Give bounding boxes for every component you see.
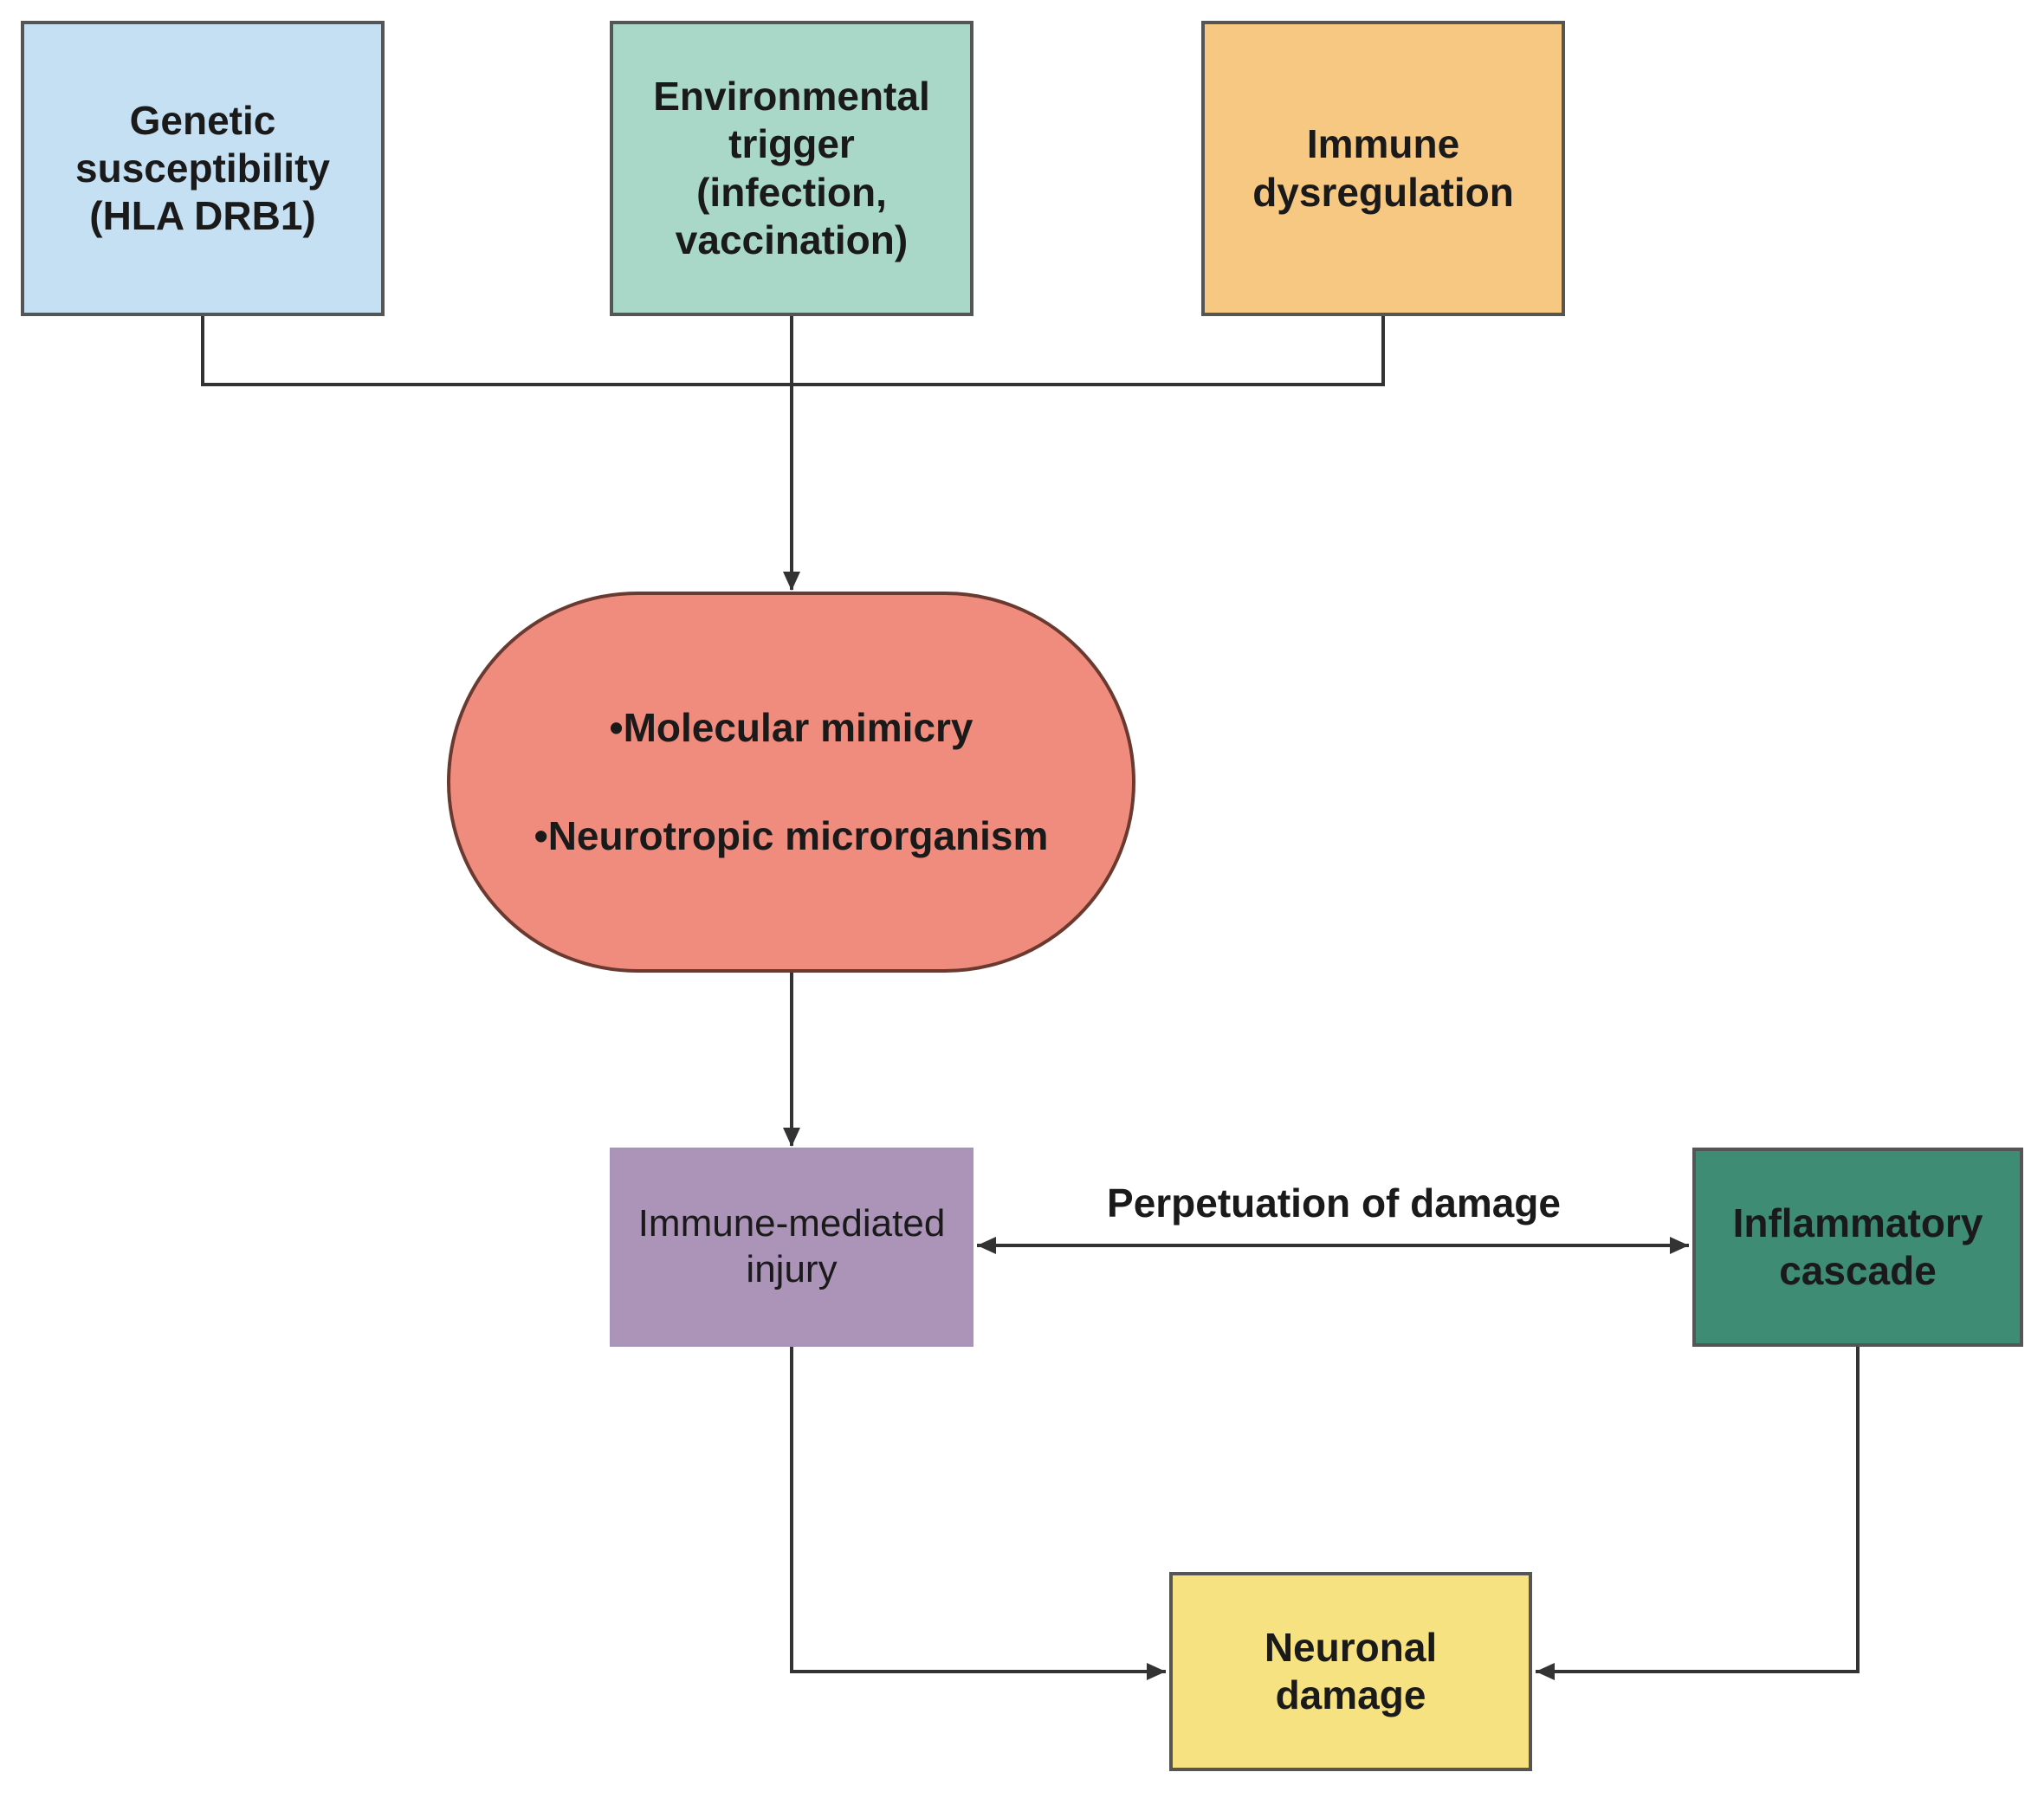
node-label-line: Neuronal xyxy=(1264,1624,1438,1670)
node-label-line: Immune-mediated xyxy=(637,1202,946,1245)
edge-label-perpetuation: Perpetuation of damage xyxy=(1107,1180,1561,1226)
bullet-neurotropic-microrganism: •Neurotropic microrganism xyxy=(534,813,1049,858)
node-label-line: (infection, xyxy=(696,169,887,215)
node-label-line: injury xyxy=(746,1248,838,1290)
arrowhead-neuronal-left xyxy=(1147,1663,1166,1680)
node-label-line: trigger xyxy=(728,121,855,167)
node-immune-dysregulation: Immune dysregulation xyxy=(1201,21,1565,316)
node-mechanisms: •Molecular mimicry •Neurotropic microrga… xyxy=(447,592,1135,973)
node-label-line: (HLA DRB1) xyxy=(89,193,316,239)
node-label-line: damage xyxy=(1275,1672,1426,1717)
node-inflammatory-cascade: Inflammatory cascade xyxy=(1692,1148,2023,1347)
node-genetic-susceptibility: Genetic susceptibility (HLA DRB1) xyxy=(21,21,385,316)
node-label-line: Environmental xyxy=(653,74,930,120)
node-label-line: susceptibility xyxy=(75,145,330,191)
arrow-inflammatory-to-neuronal xyxy=(1536,1347,1860,1673)
node-label-line: Immune xyxy=(1306,121,1460,167)
node-immune-mediated-injury: Immune-mediated injury xyxy=(610,1148,973,1347)
arrowhead-neuronal-right xyxy=(1536,1663,1555,1680)
arrowhead-perpetuation-left xyxy=(977,1237,996,1254)
arrowhead-injury xyxy=(783,1128,800,1147)
arrow-injury-to-neuronal xyxy=(790,1347,1166,1673)
node-label-line: dysregulation xyxy=(1252,169,1514,215)
node-label-line: Genetic xyxy=(129,97,276,143)
node-label-line: cascade xyxy=(1779,1248,1937,1293)
node-label-line: Inflammatory xyxy=(1732,1200,1983,1245)
bullet-molecular-mimicry: •Molecular mimicry xyxy=(609,704,973,750)
node-label-line: vaccination) xyxy=(675,217,909,262)
node-neuronal-damage: Neuronal damage xyxy=(1169,1572,1532,1771)
arrowhead-mechanism xyxy=(783,572,800,591)
arrowhead-perpetuation-right xyxy=(1670,1237,1689,1254)
node-environmental-trigger: Environmental trigger (infection, vaccin… xyxy=(610,21,973,316)
